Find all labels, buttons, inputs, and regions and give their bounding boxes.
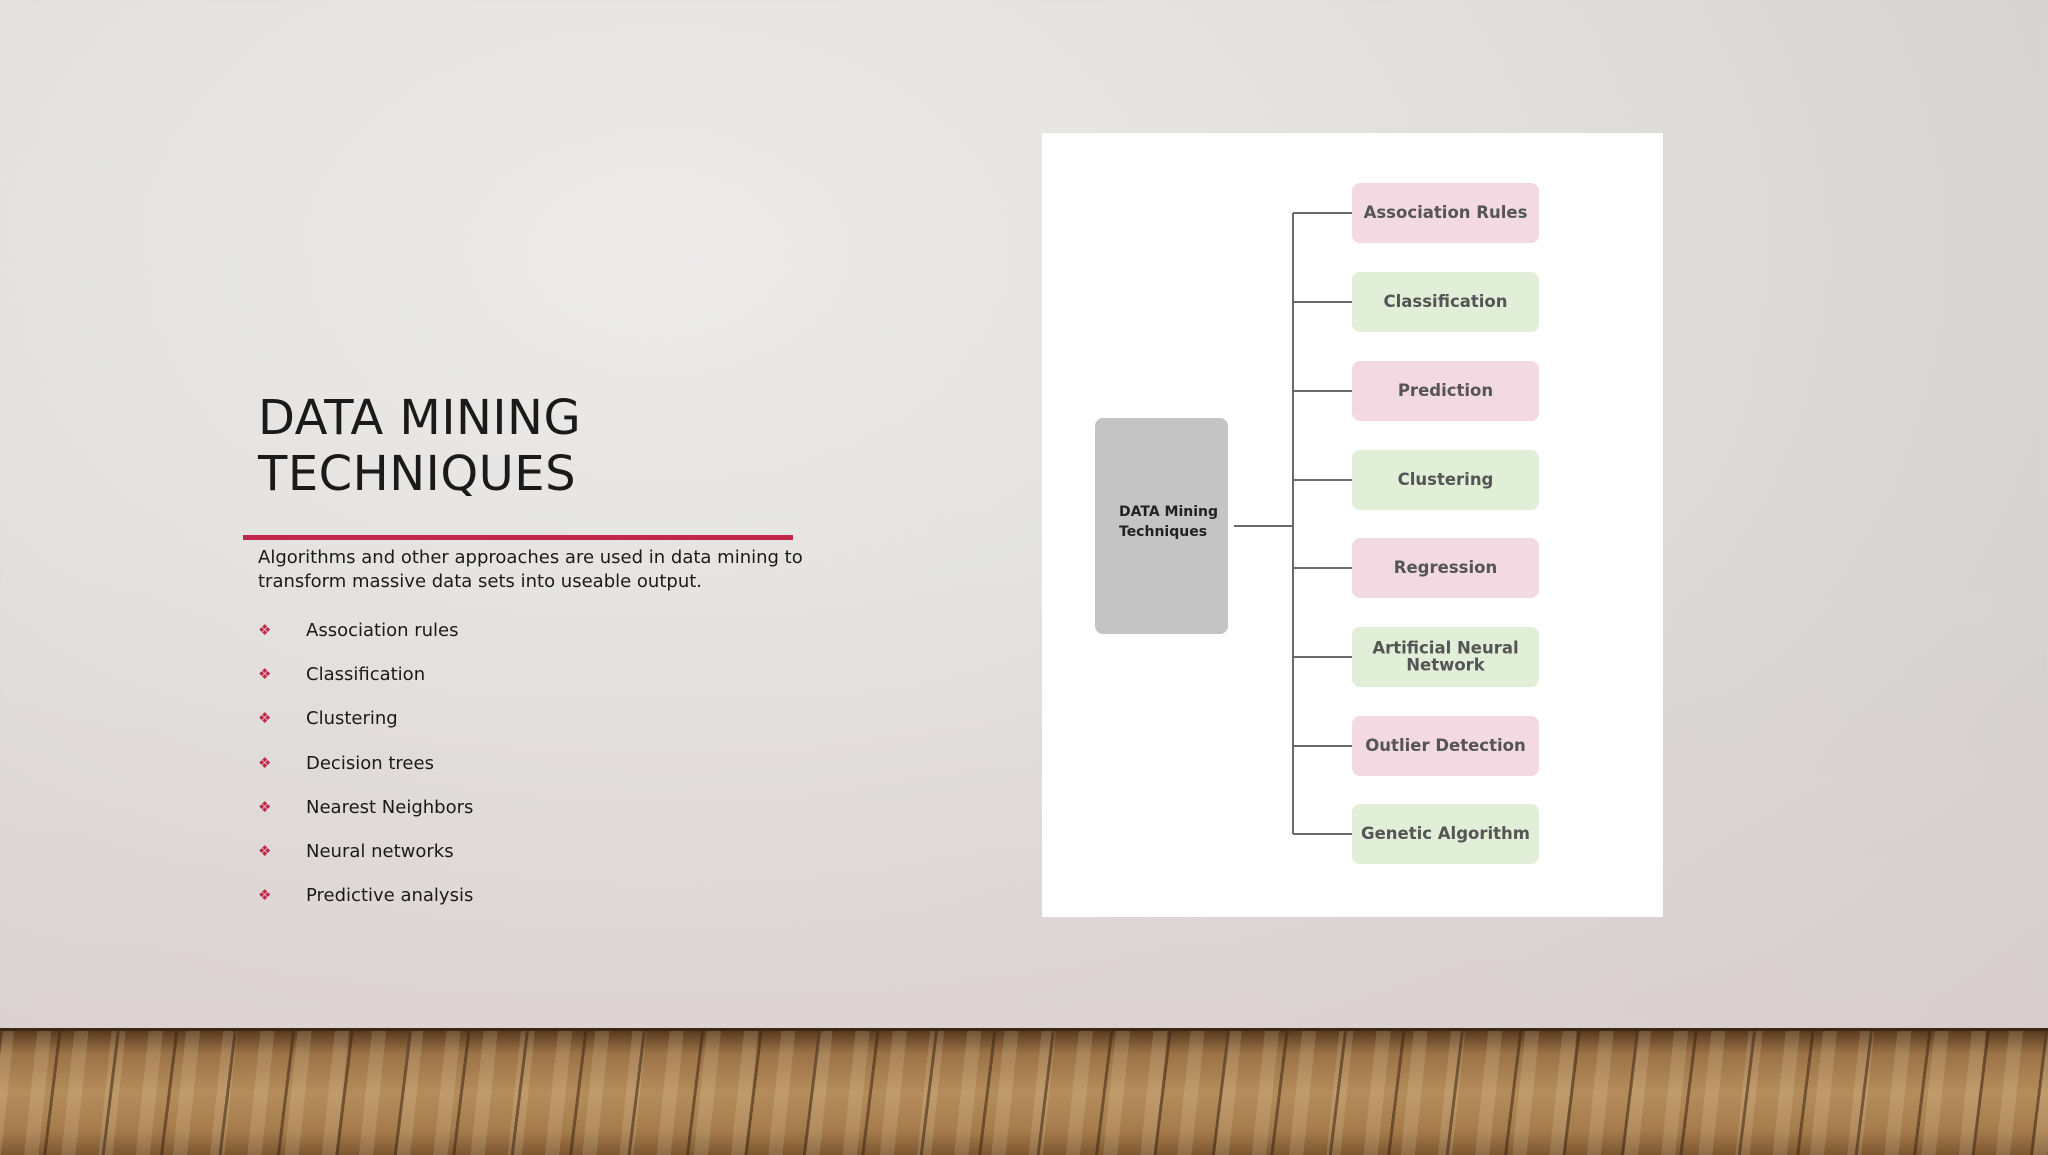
bullet-item: ❖ Neural networks [258, 829, 798, 873]
technique-node-box [1352, 538, 1539, 598]
bullet-text: Decision trees [306, 752, 434, 774]
root-node-box [1095, 418, 1228, 634]
technique-node-label: Association Rules [1364, 203, 1528, 222]
technique-node-box [1352, 450, 1539, 510]
technique-node-label: Classification [1384, 292, 1508, 311]
technique-node-box [1352, 183, 1539, 243]
technique-node-label: Regression [1394, 558, 1497, 577]
bullet-item: ❖ Nearest Neighbors [258, 785, 798, 829]
wood-floor-decoration [0, 1028, 2048, 1155]
title-underline [243, 535, 793, 540]
slide-title-line-2: TECHNIQUES [258, 446, 577, 502]
diamond-bullet-icon: ❖ [258, 620, 272, 639]
bullet-text: Clustering [306, 708, 398, 730]
diamond-bullet-icon: ❖ [258, 797, 272, 816]
diamond-bullet-icon: ❖ [258, 886, 272, 905]
bullet-item: ❖ Classification [258, 652, 798, 696]
diamond-bullet-icon: ❖ [258, 709, 272, 728]
diamond-bullet-icon: ❖ [258, 753, 272, 772]
technique-node-box [1352, 716, 1539, 776]
intro-text: Algorithms and other approaches are used… [258, 547, 803, 592]
bullet-item: ❖ Predictive analysis [258, 874, 798, 918]
diamond-bullet-icon: ❖ [258, 842, 272, 861]
bullet-text: Neural networks [306, 841, 454, 863]
technique-node-box [1352, 272, 1539, 332]
diamond-bullet-icon: ❖ [258, 664, 272, 683]
technique-bullet-list: ❖ Association rules ❖ Classification ❖ Clus… [258, 608, 798, 918]
technique-node-box [1352, 361, 1539, 421]
bullet-text: Classification [306, 663, 426, 685]
bullet-text: Association rules [306, 619, 459, 641]
slide-background [0, 0, 2048, 1030]
bullet-text: Nearest Neighbors [306, 796, 474, 818]
bullet-text: Predictive analysis [306, 885, 474, 907]
bullet-item: ❖ Clustering [258, 697, 798, 741]
bullet-item: ❖ Association rules [258, 608, 798, 652]
slide-title-line-1: DATA MINING [258, 390, 582, 446]
technique-node-label: Clustering [1398, 470, 1494, 489]
technique-node-box [1352, 627, 1539, 687]
bullet-item: ❖ Decision trees [258, 741, 798, 785]
technique-node-label: Outlier Detection [1365, 736, 1525, 755]
technique-node-box [1352, 804, 1539, 864]
technique-node-label: Prediction [1398, 381, 1493, 400]
technique-node-label: Genetic Algorithm [1361, 824, 1530, 843]
slide-title: DATA MINING TECHNIQUES [258, 390, 818, 502]
